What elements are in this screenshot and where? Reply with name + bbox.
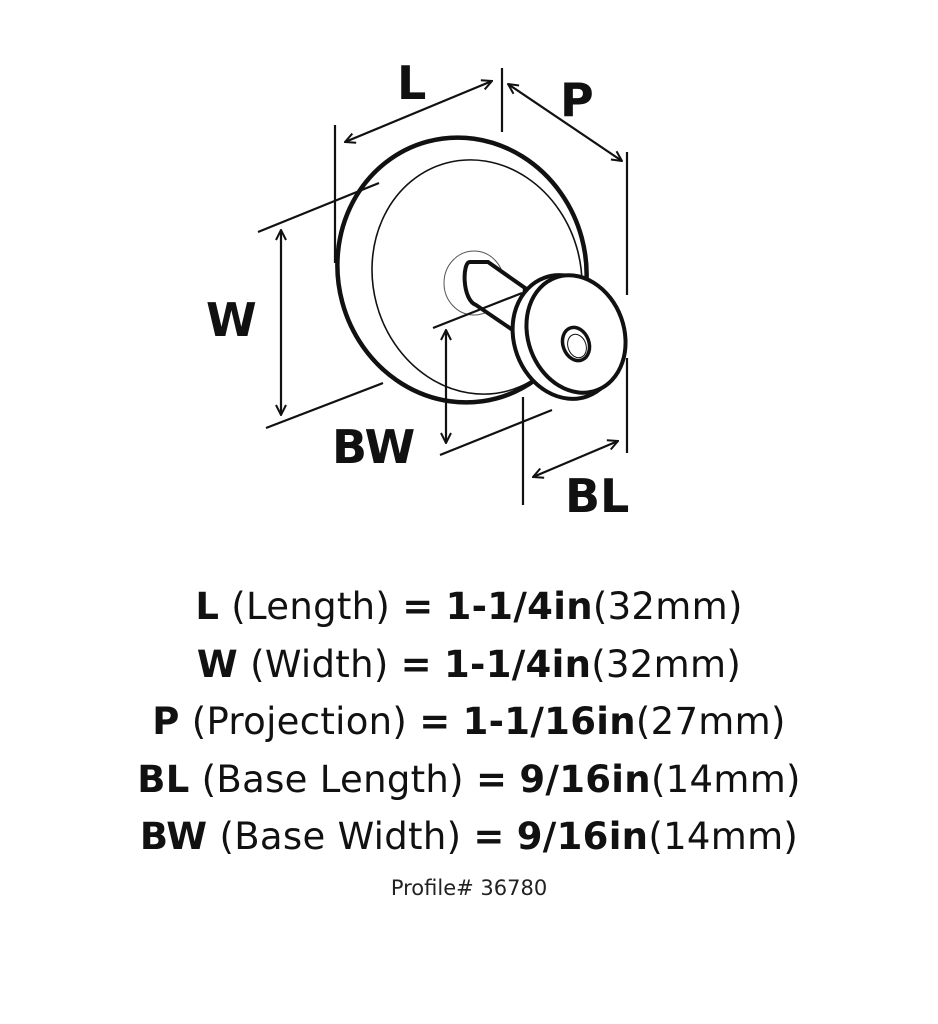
label-l: L <box>397 56 426 110</box>
spec-equals: = <box>475 757 508 801</box>
spec-metric: (27mm) <box>635 700 786 743</box>
spec-symbol: L <box>195 585 220 628</box>
spec-equals: = <box>402 585 434 628</box>
spec-length: L (Length) = 1-1/4in(32mm) <box>0 578 938 636</box>
spec-symbol: BW <box>139 815 208 858</box>
spec-width: W (Width) = 1-1/4in(32mm) <box>0 636 938 694</box>
spec-value: 1-1/16in <box>462 700 636 743</box>
spec-base-width: BW (Base Width) = 9/16in(14mm) <box>0 808 938 866</box>
bw-extension-bottom <box>439 408 553 457</box>
profile-number: Profile# 36780 <box>390 876 548 900</box>
knob-illustration <box>335 135 628 405</box>
spec-name: (Base Length) <box>201 757 464 801</box>
spec-value: 9/16in <box>516 815 649 858</box>
spec-name: (Length) <box>231 585 391 628</box>
spec-symbol: W <box>196 642 239 686</box>
spec-metric: (14mm) <box>650 757 801 801</box>
spec-value: 1-1/4in <box>445 585 593 628</box>
spec-name: (Width) <box>250 642 389 686</box>
spec-value: 9/16in <box>519 757 651 801</box>
p-dimension-arrow <box>508 84 622 161</box>
label-bl: BL <box>565 469 629 523</box>
spec-equals: = <box>419 700 451 743</box>
knob-dimension-drawing: L P W BW BL <box>206 56 629 523</box>
spec-metric: (32mm) <box>592 585 743 628</box>
dimension-specs: L (Length) = 1-1/4in(32mm) W (Width) = 1… <box>0 578 938 866</box>
spec-equals: = <box>473 815 505 858</box>
w-extension-top <box>257 181 380 234</box>
spec-equals: = <box>400 642 432 686</box>
bw-extension-top <box>432 291 523 330</box>
label-w: W <box>206 293 257 347</box>
spec-base-length: BL (Base Length) = 9/16in(14mm) <box>0 751 938 809</box>
label-bw: BW <box>332 420 415 474</box>
spec-symbol: BL <box>137 757 190 801</box>
knob-hole <box>560 325 592 363</box>
w-extension-bottom <box>265 381 384 430</box>
bl-dimension-arrow <box>533 441 618 477</box>
spec-metric: (32mm) <box>591 642 742 686</box>
spec-name: (Base Width) <box>219 815 462 858</box>
spec-name: (Projection) <box>191 700 408 743</box>
spec-metric: (14mm) <box>648 815 799 858</box>
spec-symbol: P <box>152 700 180 743</box>
spec-value: 1-1/4in <box>444 642 592 686</box>
base-rosette-inner <box>371 159 583 395</box>
spec-projection: P (Projection) = 1-1/16in(27mm) <box>0 693 938 751</box>
dimension-lines <box>257 68 629 505</box>
label-p: P <box>560 73 594 127</box>
l-dimension-arrow <box>345 81 492 142</box>
